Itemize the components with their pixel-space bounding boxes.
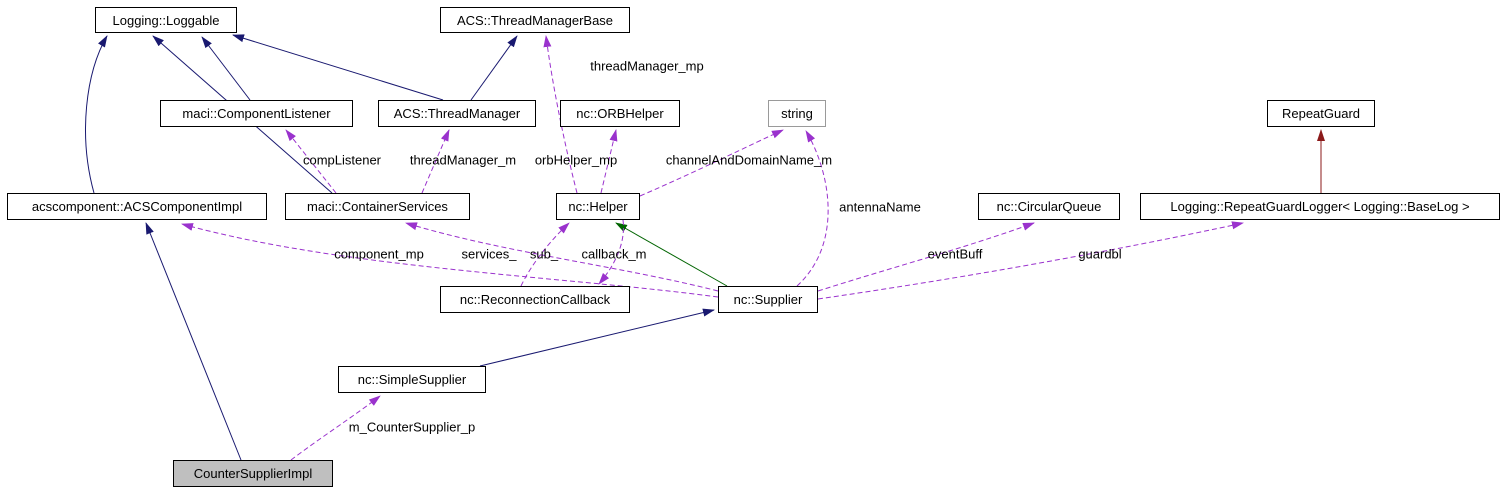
edge-componentlistener-loggable [201, 36, 251, 101]
edge-threadmanager-loggable [232, 34, 444, 101]
edge-label-guardbl: guardbl [1078, 246, 1122, 262]
edge-threadmanager-m [421, 129, 450, 194]
node-repeatguard[interactable]: RepeatGuard [1267, 100, 1375, 127]
edge-label-channelanddomainname-m: channelAndDomainName_m [665, 152, 833, 168]
edge-eventbuff [817, 222, 1035, 292]
node-logging-repeatguardlogger[interactable]: Logging::RepeatGuardLogger< Logging::Bas… [1140, 193, 1500, 220]
edge-guardbl [817, 221, 1244, 300]
usage-edges [181, 35, 1244, 461]
edge-countersupplierimpl-acscomponentimpl [145, 222, 242, 461]
node-acs-threadmanager[interactable]: ACS::ThreadManager [378, 100, 536, 127]
edge-m-countersupplier-p [290, 395, 381, 461]
node-logging-loggable[interactable]: Logging::Loggable [95, 7, 237, 33]
edge-channelanddomainname-m [639, 129, 784, 197]
edge-label-complistener: compListener [302, 152, 382, 168]
edge-threadmanager-threadmanagerbase [470, 35, 518, 101]
edge-label-threadmanager-m: threadManager_m [409, 152, 517, 168]
node-nc-reconnectioncallback[interactable]: nc::ReconnectionCallback [440, 286, 630, 313]
edge-label-eventbuff: eventBuff [927, 246, 983, 262]
edge-label-orbhelper-mp: orbHelper_mp [534, 152, 618, 168]
node-maci-componentlistener[interactable]: maci::ComponentListener [160, 100, 353, 127]
node-nc-simplesupplier[interactable]: nc::SimpleSupplier [338, 366, 486, 393]
edge-acscomponentimpl-loggable [85, 35, 108, 194]
edge-supplier-helper [615, 222, 728, 287]
edge-label-sub: sub_ [529, 246, 559, 262]
edge-complistener [285, 129, 337, 194]
node-nc-helper[interactable]: nc::Helper [556, 193, 640, 220]
edge-label-callback-m: callback_m [581, 246, 647, 262]
node-maci-containerservices[interactable]: maci::ContainerServices [285, 193, 470, 220]
edge-antennaname [796, 130, 829, 287]
node-nc-circularqueue[interactable]: nc::CircularQueue [978, 193, 1120, 220]
edge-services [405, 222, 719, 292]
edge-orbhelper-mp [600, 129, 618, 194]
node-countersupplierimpl: CounterSupplierImpl [173, 460, 333, 487]
edge-label-services: services_ [461, 246, 517, 262]
edge-label-antennaname: antennaName [839, 199, 921, 215]
edge-simplesupplier-supplier [479, 308, 715, 367]
node-nc-supplier[interactable]: nc::Supplier [718, 286, 818, 313]
edge-label-component-mp: component_mp [334, 246, 424, 262]
edge-label-threadmanager-mp: threadManager_mp [590, 58, 704, 74]
node-acs-threadmanagerbase[interactable]: ACS::ThreadManagerBase [440, 7, 630, 33]
edge-sub [520, 222, 570, 287]
edge-callback-m [598, 219, 624, 285]
inheritance-edges [85, 34, 1325, 461]
edge-label-m-countersupplier-p: m_CounterSupplier_p [348, 419, 476, 435]
node-nc-orbhelper[interactable]: nc::ORBHelper [560, 100, 680, 127]
node-string: string [768, 100, 826, 127]
node-acscomponent-acscomponentimpl[interactable]: acscomponent::ACSComponentImpl [7, 193, 267, 220]
